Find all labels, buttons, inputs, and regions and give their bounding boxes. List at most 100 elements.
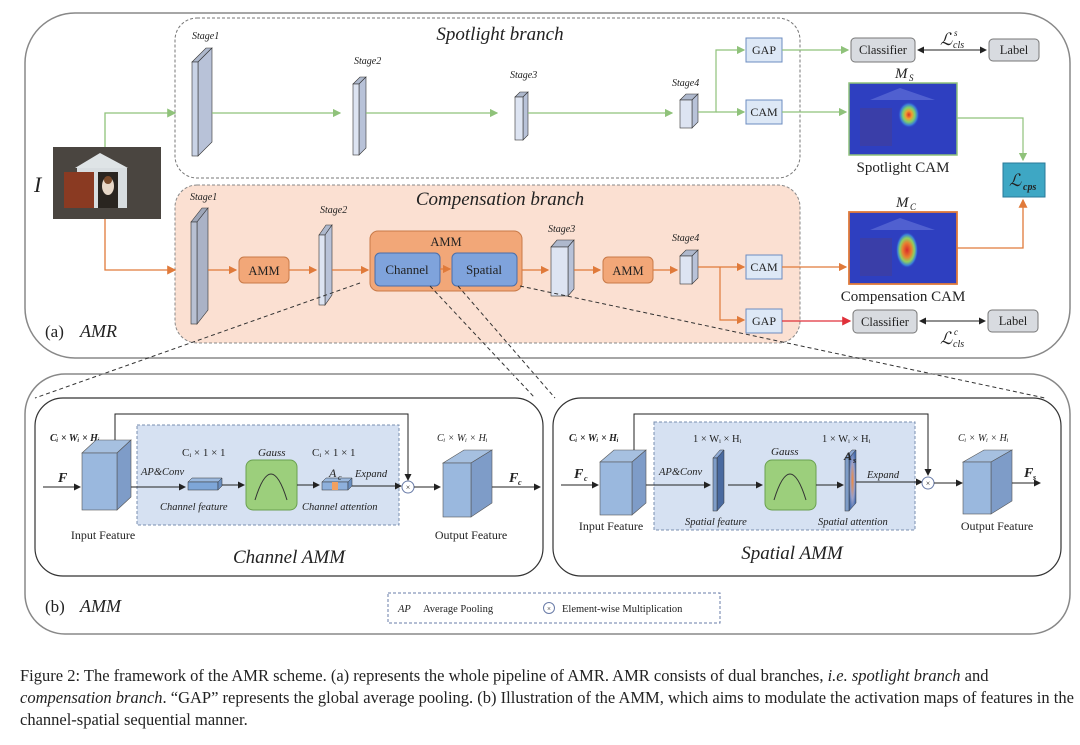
svg-text:Channel attention: Channel attention xyxy=(302,502,378,513)
svg-text:Stage1: Stage1 xyxy=(192,31,219,42)
svg-text:AMM: AMM xyxy=(612,264,643,278)
spotlight-branch-box xyxy=(174,17,801,179)
svg-text:s: s xyxy=(1032,473,1036,482)
legend: AP Average Pooling × Element-wise Multip… xyxy=(387,592,721,624)
compensation-classifier-box xyxy=(852,309,918,334)
panel-b-label: (b) xyxy=(45,597,65,616)
spatial-amm-title: Spatial AMM xyxy=(741,543,844,564)
spotlight-gap-box xyxy=(745,37,783,63)
svg-text:s: s xyxy=(954,28,958,38)
svg-text:Channel feature: Channel feature xyxy=(160,502,228,513)
svg-text:C: C xyxy=(910,202,917,212)
svg-text:Stage3: Stage3 xyxy=(548,224,575,235)
panel-b-title: AMM xyxy=(79,596,122,616)
svg-text:Input Feature: Input Feature xyxy=(579,519,643,533)
spotlight-stage4: Stage4 xyxy=(672,78,699,129)
compensation-cam-box xyxy=(745,254,783,280)
svg-text:GAP: GAP xyxy=(752,43,776,57)
compensation-map-label: M C xyxy=(895,195,917,212)
svg-text:cls: cls xyxy=(953,339,964,350)
spotlight-classifier-box xyxy=(850,37,916,63)
svg-text:cls: cls xyxy=(953,40,964,51)
svg-text:Label: Label xyxy=(999,314,1028,328)
svg-text:M: M xyxy=(895,195,910,211)
legend-mult-text: Element-wise Multiplication xyxy=(562,604,683,615)
spotlight-cls-loss: ℒ s cls xyxy=(940,28,964,51)
svg-text:1 × Wᵢ × Hᵢ: 1 × Wᵢ × Hᵢ xyxy=(693,434,742,445)
spotlight-map-label: M S xyxy=(894,66,914,83)
svg-text:Cᵢ × Wᵢ × Hᵢ: Cᵢ × Wᵢ × Hᵢ xyxy=(569,433,619,444)
svg-text:Stage2: Stage2 xyxy=(354,56,381,67)
cps-loss-label: ℒ cps xyxy=(1009,171,1036,193)
svg-text:F: F xyxy=(57,471,68,486)
multiply-icon xyxy=(543,602,555,614)
svg-text:F: F xyxy=(573,467,584,482)
svg-text:c: c xyxy=(584,474,588,483)
zoom-connector xyxy=(34,282,361,399)
svg-text:A: A xyxy=(843,449,852,463)
panel-b-frame xyxy=(24,373,1071,635)
spotlight-branch-title: Spotlight branch xyxy=(436,24,563,45)
cps-loss-box xyxy=(1002,162,1046,198)
input-label: I xyxy=(33,172,43,197)
zoom-connector xyxy=(457,285,556,399)
compensation-stage4: Stage4 xyxy=(672,233,699,285)
svg-text:Cᵢ × Wᵢ × Hᵢ: Cᵢ × Wᵢ × Hᵢ xyxy=(958,433,1009,444)
svg-text:×: × xyxy=(926,479,931,488)
channel-amm-module: Cᵢ × Wᵢ × Hᵢ F Input Feature AP&Conv Cᵢ … xyxy=(34,397,544,577)
svg-text:Cᵢ × Wᵢ × Hᵢ: Cᵢ × Wᵢ × Hᵢ xyxy=(50,433,100,444)
svg-text:ℒ: ℒ xyxy=(940,329,953,348)
spotlight-cam-box xyxy=(745,99,783,125)
svg-text:AP&Conv: AP&Conv xyxy=(140,467,184,478)
svg-text:Output Feature: Output Feature xyxy=(961,519,1033,533)
svg-text:Stage4: Stage4 xyxy=(672,233,699,244)
svg-text:Gauss: Gauss xyxy=(771,446,799,458)
svg-text:Spatial: Spatial xyxy=(466,262,502,277)
svg-text:S: S xyxy=(909,73,914,83)
svg-text:Spatial attention: Spatial attention xyxy=(818,517,888,528)
svg-text:AP&Conv: AP&Conv xyxy=(658,467,702,478)
input-image xyxy=(53,147,161,219)
svg-text:F: F xyxy=(508,471,519,486)
spotlight-cam-heatmap xyxy=(848,82,958,156)
svg-text:ℒ: ℒ xyxy=(940,30,953,49)
svg-text:cps: cps xyxy=(1023,182,1036,193)
compensation-label-box xyxy=(987,309,1039,333)
svg-text:×: × xyxy=(406,483,411,492)
panel-a-frame xyxy=(24,12,1071,359)
svg-text:CAM: CAM xyxy=(750,105,778,119)
svg-text:Cᵢ × 1 × 1: Cᵢ × 1 × 1 xyxy=(312,447,356,459)
svg-text:Spatial feature: Spatial feature xyxy=(685,517,747,528)
spotlight-cam-caption: Spotlight CAM xyxy=(857,160,950,176)
svg-text:Expand: Expand xyxy=(354,469,388,480)
svg-text:F: F xyxy=(1023,466,1034,481)
spotlight-stage1: Stage1 xyxy=(191,31,219,157)
panel-a-title: AMR xyxy=(79,321,117,341)
compensation-stage1: Stage1 xyxy=(190,192,217,325)
svg-text:CAM: CAM xyxy=(750,260,778,274)
svg-text:Stage4: Stage4 xyxy=(672,78,699,89)
channel-amm-title: Channel AMM xyxy=(233,547,346,568)
svg-text:c: c xyxy=(518,478,522,487)
svg-text:Input Feature: Input Feature xyxy=(71,528,135,542)
svg-text:Classifier: Classifier xyxy=(859,43,908,57)
svg-text:AMM: AMM xyxy=(248,264,279,278)
svg-text:s: s xyxy=(852,456,856,465)
svg-text:A: A xyxy=(328,466,337,480)
compensation-stage2: Stage2 xyxy=(318,205,347,306)
zoom-connector xyxy=(519,285,1046,399)
svg-text:c: c xyxy=(338,473,342,482)
spotlight-stage2: Stage2 xyxy=(352,56,381,156)
svg-text:Label: Label xyxy=(1000,43,1029,57)
compensation-branch-title: Compensation branch xyxy=(416,189,584,210)
svg-text:Classifier: Classifier xyxy=(861,315,910,329)
svg-text:c: c xyxy=(954,327,958,337)
figure-caption: Figure 2: The framework of the AMR schem… xyxy=(20,666,1074,729)
svg-text:Cᵢ × 1 × 1: Cᵢ × 1 × 1 xyxy=(182,447,226,459)
svg-text:Gauss: Gauss xyxy=(258,447,286,459)
spotlight-stage3: Stage3 xyxy=(510,70,537,141)
compensation-cls-loss: ℒ c cls xyxy=(940,327,964,350)
svg-text:GAP: GAP xyxy=(752,314,776,328)
svg-text:Output Feature: Output Feature xyxy=(435,528,507,542)
